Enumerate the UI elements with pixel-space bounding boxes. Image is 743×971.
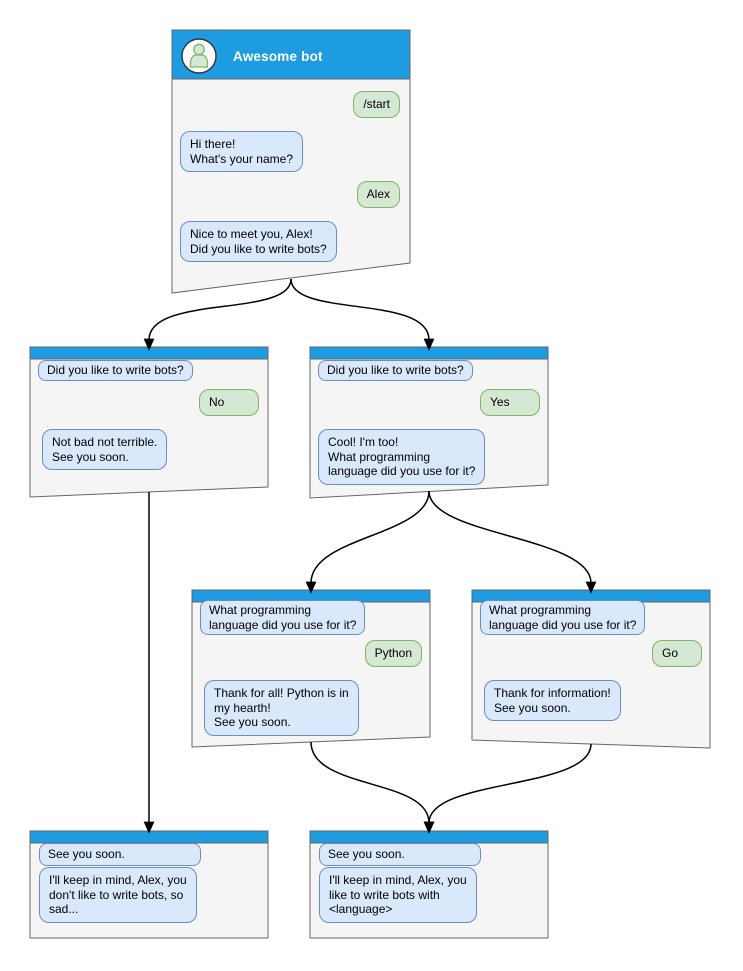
window-end-no-header-strip [29, 830, 269, 844]
window-branch-yes-header-strip [309, 346, 549, 360]
message-bubble-bot: Hi there! What's your name? [180, 131, 304, 172]
arrow-yes-to-python [305, 490, 430, 594]
arrow-python-to-end [310, 741, 435, 834]
message-bubble-bot: See you soon. [319, 843, 481, 866]
message-bubble-user: No [199, 389, 259, 416]
window-end-yes-header-strip [309, 830, 549, 844]
arrow-main-to-yes [290, 278, 435, 351]
avatar [181, 38, 217, 74]
message-bubble-user: Python [364, 640, 422, 667]
message-bubble-bot: Not bad not terrible. See you soon. [42, 429, 168, 470]
message-bubble-user: Go [652, 640, 702, 667]
message-bubble-bot: Did you like to write bots? [38, 360, 193, 381]
chat-title: Awesome bot [233, 49, 323, 64]
message-bubble-user: Alex [356, 181, 400, 208]
message-bubble-bot: I'll keep in mind, Alex, you don't like … [39, 867, 197, 923]
window-branch-no-header-strip [29, 346, 269, 360]
message-bubble-bot: Cool! I'm too! What programming language… [318, 429, 486, 485]
message-bubble-bot: Thank for all! Python is in my hearth! S… [204, 680, 359, 736]
message-bubble-bot: What programming language did you use fo… [200, 600, 366, 635]
message-bubble-bot: Did you like to write bots? [318, 360, 473, 381]
person-icon [189, 43, 209, 68]
message-bubble-user: /start [353, 91, 400, 118]
message-bubble-user: Yes [480, 389, 540, 416]
message-bubble-bot: Nice to meet you, Alex! Did you like to … [180, 221, 337, 262]
arrow-main-to-no [143, 278, 292, 351]
message-bubble-bot: Thank for information! See you soon. [484, 680, 621, 721]
arrow-go-to-end [423, 743, 592, 834]
message-bubble-bot: What programming language did you use fo… [480, 600, 646, 635]
message-bubble-bot: See you soon. [39, 843, 201, 866]
message-bubble-bot: I'll keep in mind, Alex, you like to wri… [319, 867, 477, 923]
arrow-yes-to-go [428, 490, 597, 594]
